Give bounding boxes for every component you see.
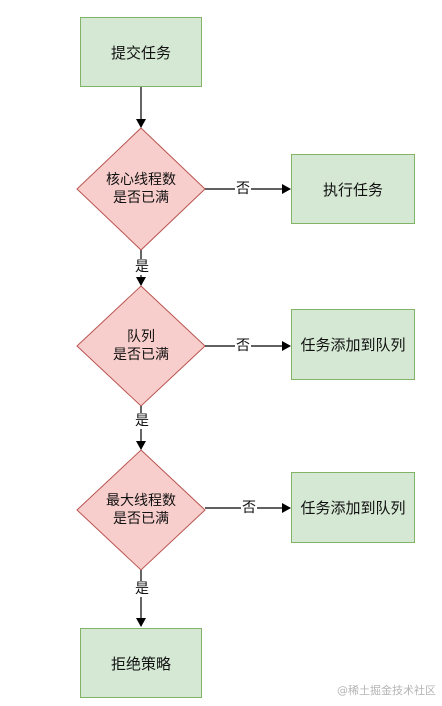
edge-label-yes-3: 是 — [134, 581, 150, 597]
core-check-label: 核心线程数 是否已满 — [91, 170, 191, 208]
core-check-line-2: 是否已满 — [113, 190, 169, 206]
queue-check-line-1: 队列 — [127, 329, 155, 345]
reject-policy-box: 拒绝策略 — [80, 628, 202, 698]
max-check-label: 最大线程数 是否已满 — [91, 491, 191, 529]
execute-task-box: 执行任务 — [291, 154, 415, 224]
watermark: @稀土掘金技术社区 — [337, 684, 436, 697]
edge-label-yes-1: 是 — [134, 259, 150, 275]
edge-label-yes-2: 是 — [134, 413, 150, 429]
core-check-line-1: 核心线程数 — [106, 172, 176, 188]
queue-check-label: 队列 是否已满 — [91, 327, 191, 365]
add-to-queue-box: 任务添加到队列 — [291, 309, 415, 380]
edge-label-no-2: 否 — [235, 338, 251, 354]
max-check-line-2: 是否已满 — [113, 511, 169, 527]
submit-task-box: 提交任务 — [80, 17, 202, 87]
edge-label-no-1: 否 — [235, 181, 251, 197]
add-to-queue-box-2: 任务添加到队列 — [291, 472, 415, 543]
queue-check-line-2: 是否已满 — [113, 347, 169, 363]
edge-label-no-3: 否 — [241, 500, 257, 516]
max-check-line-1: 最大线程数 — [106, 493, 176, 509]
